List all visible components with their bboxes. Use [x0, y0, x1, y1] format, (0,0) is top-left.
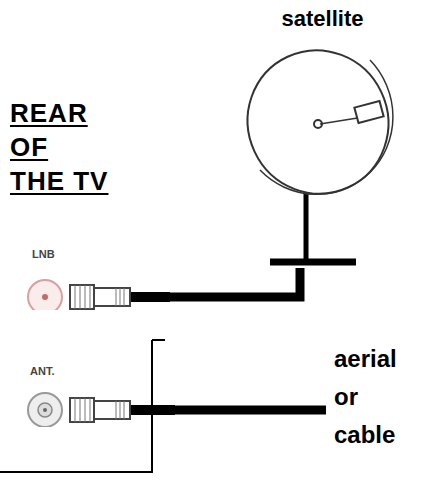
antenna-socket: ANT. [20, 365, 175, 427]
port-label: ANT. [20, 365, 175, 377]
lnb-socket: LNB [20, 248, 170, 310]
satellite-dish: satellite [220, 0, 425, 268]
panel-heading: OF [10, 132, 48, 162]
panel-heading: THE TV [10, 166, 108, 196]
dish-drawing [220, 0, 425, 268]
antenna-cable [174, 406, 326, 415]
coax-cable [168, 268, 300, 297]
panel-heading: REAR [10, 98, 88, 128]
device-label: satellite [220, 0, 425, 32]
port-label: LNB [20, 248, 170, 260]
source-label: aerial or cable [334, 340, 397, 454]
